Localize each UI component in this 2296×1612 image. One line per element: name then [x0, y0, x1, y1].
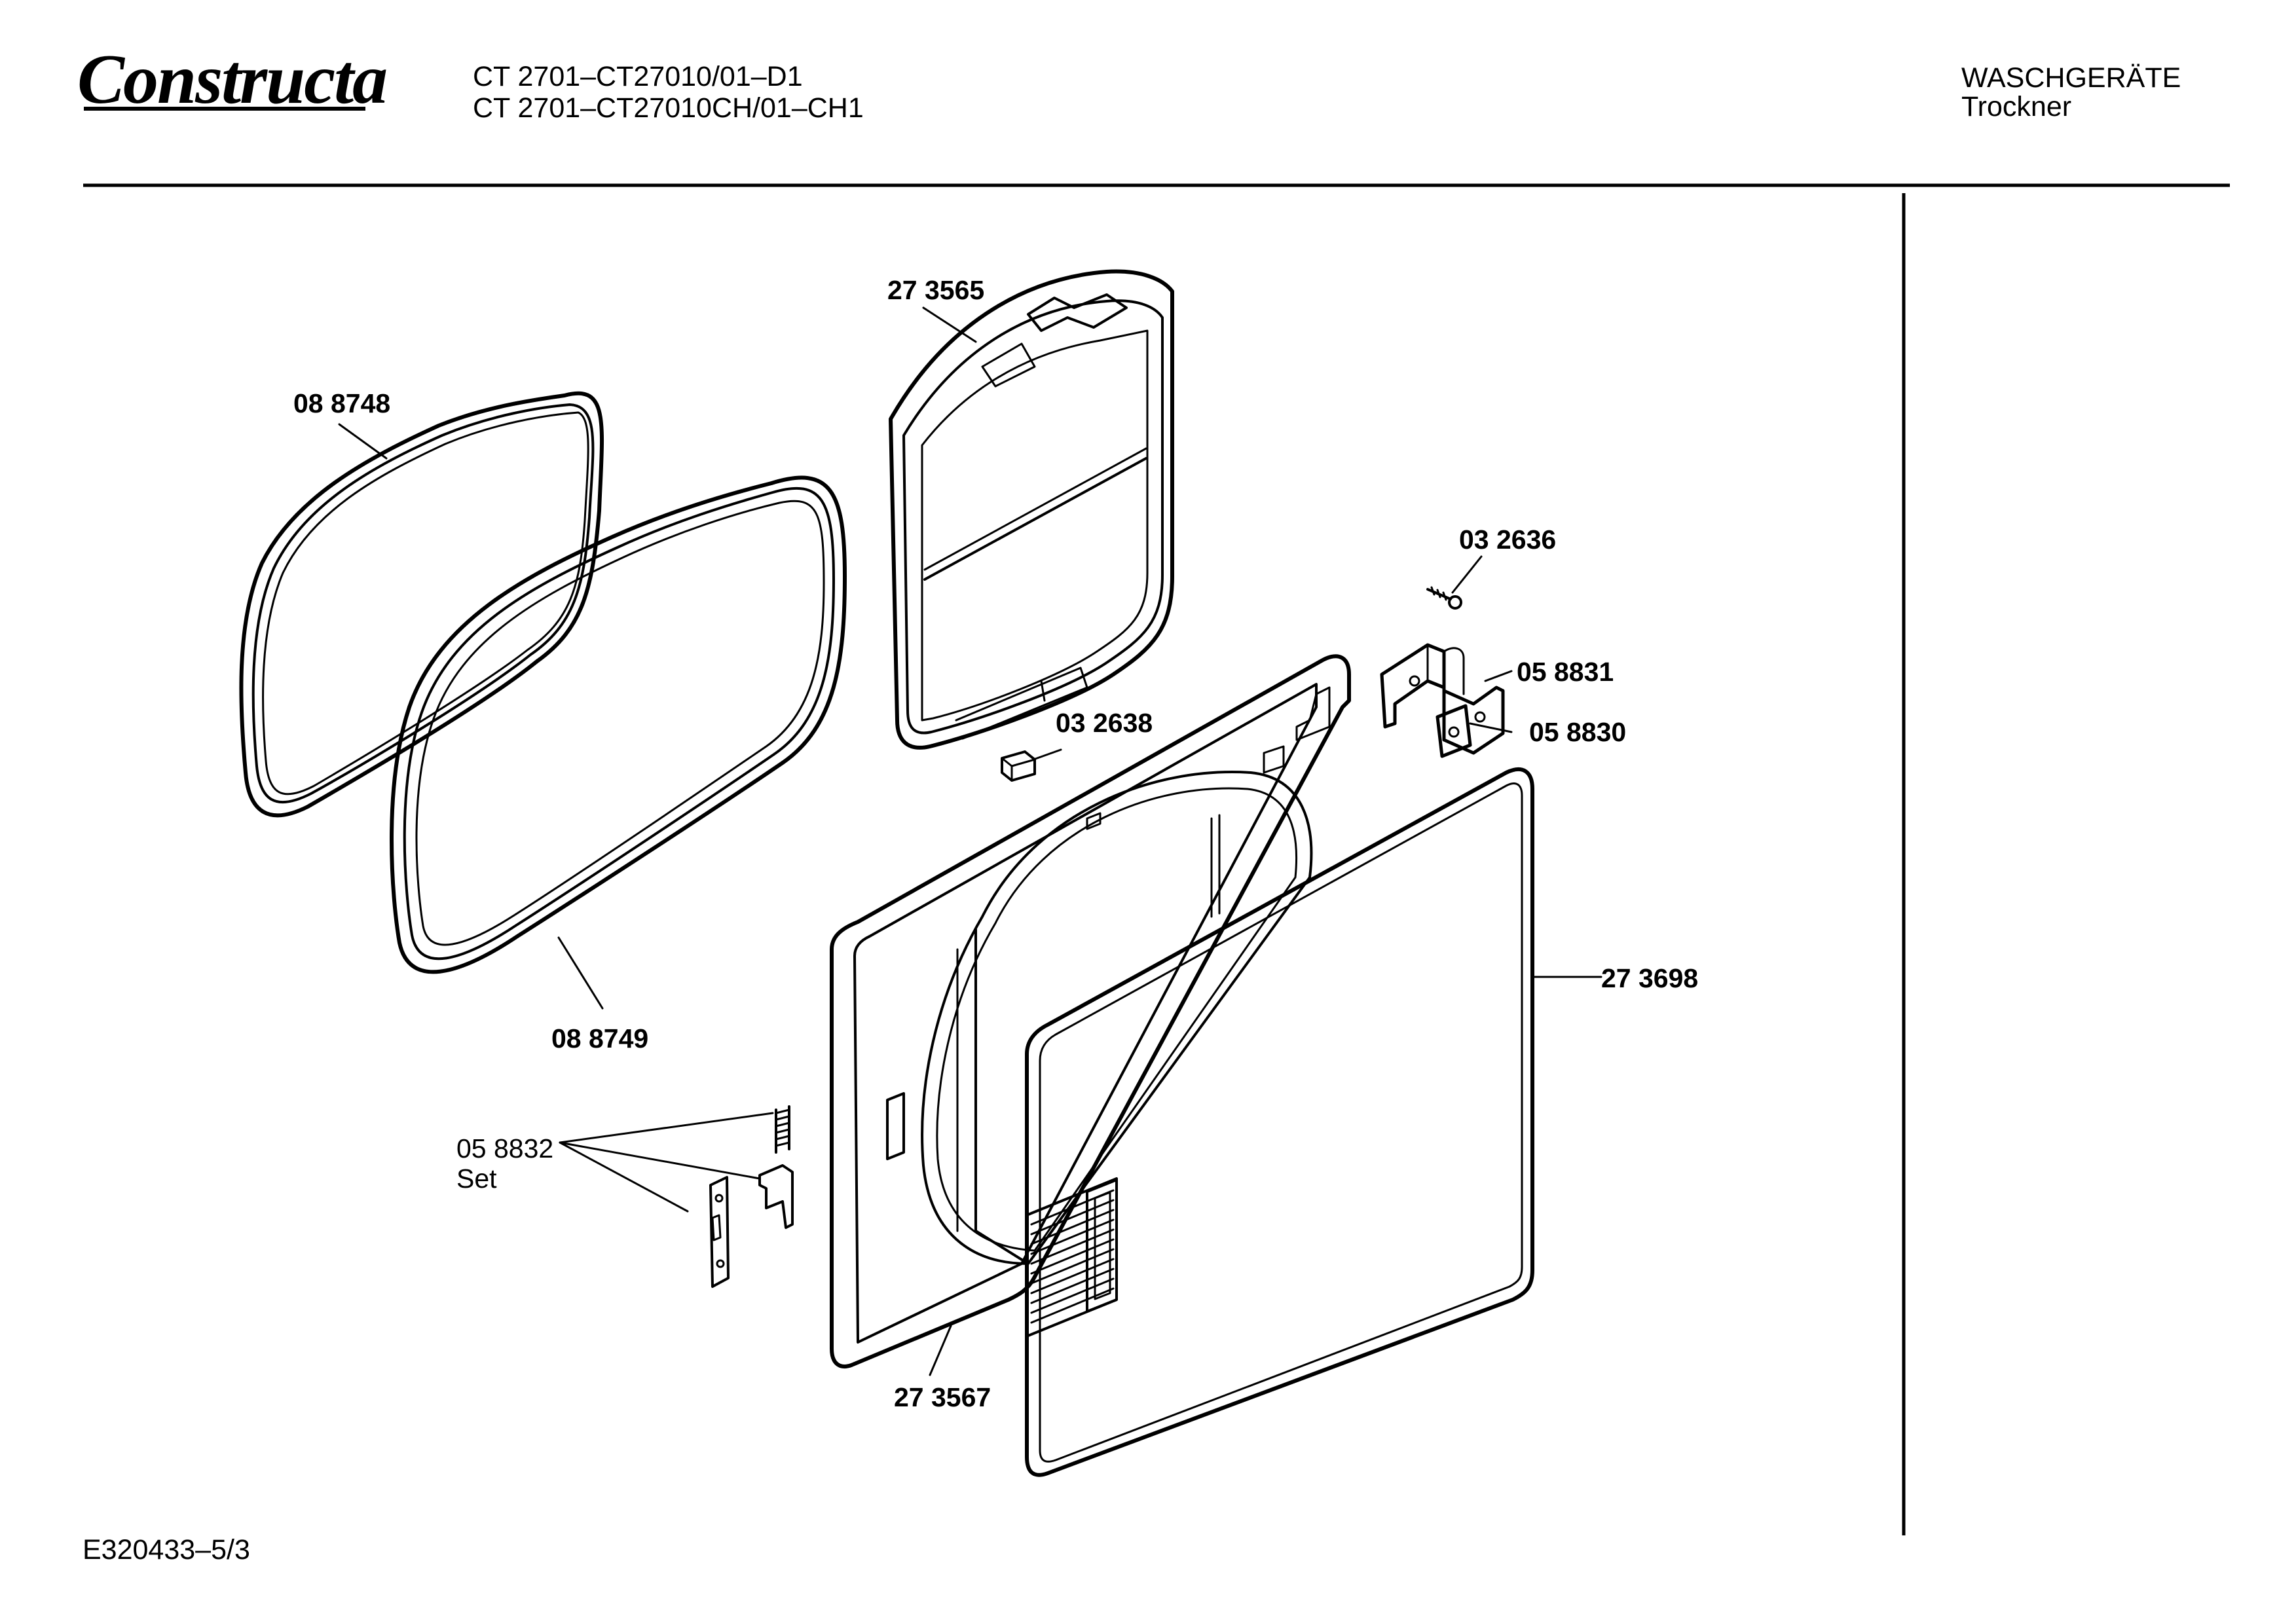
model-line-1: CT 2701–CT27010/01–D1: [473, 61, 803, 92]
brand-logo: Constructa: [77, 41, 388, 119]
gasket-front: [390, 475, 847, 974]
clip-part: [1001, 750, 1036, 782]
category-title: WASCHGERÄTE: [1961, 62, 2181, 94]
part-label-screw: 03 2636: [1459, 524, 1556, 555]
brand-logo-underline: [84, 107, 365, 111]
model-line-2: CT 2701–CT27010CH/01–CH1: [473, 92, 864, 124]
screw-part: [1426, 586, 1462, 610]
part-label-latch-set-note: Set: [456, 1163, 497, 1194]
part-label-plate: 05 8830: [1529, 717, 1626, 747]
door-panel: [1025, 767, 1534, 1477]
plate-part: [1435, 704, 1472, 758]
door-frame: [830, 654, 1351, 1368]
gasket-rear: [239, 391, 604, 818]
lint-filter: [889, 269, 1174, 750]
part-label-gasket-rear: 08 8748: [293, 388, 390, 418]
part-label-lint-filter: 27 3565: [887, 275, 984, 305]
part-label-gasket-front: 08 8749: [551, 1023, 648, 1053]
leader-lines: [338, 306, 1602, 1376]
hinge-part: [1380, 643, 1505, 755]
subcategory-title: Trockner: [1961, 91, 2072, 122]
part-label-clip: 03 2638: [1056, 708, 1153, 738]
part-label-door-frame: 27 3567: [894, 1382, 991, 1412]
part-label-latch-set: 05 8832: [456, 1133, 553, 1163]
latch-set: [709, 1105, 794, 1288]
part-label-door-panel: 27 3698: [1601, 963, 1698, 993]
part-label-hinge: 05 8831: [1517, 657, 1614, 687]
document-code: E320433–5/3: [83, 1534, 250, 1566]
